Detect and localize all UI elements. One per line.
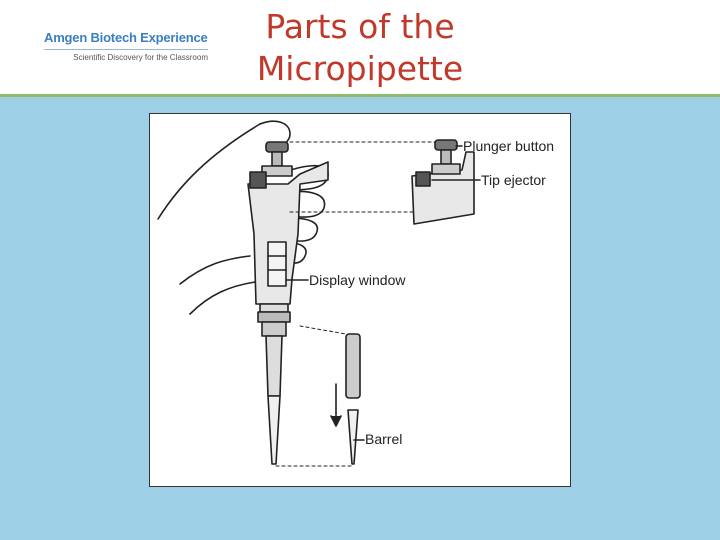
finger-3 [289, 217, 319, 242]
slide-title-line-2: Micropipette [256, 49, 464, 88]
amgen-logo: Amgen Biotech Experience Scientific Disc… [44, 30, 212, 62]
logo-divider [44, 49, 208, 50]
display-window [267, 241, 287, 287]
slide-title-line-1: Parts of the [265, 7, 455, 46]
label-plunger-button: Plunger button [463, 138, 555, 154]
slide-title: Parts of the Micropipette [230, 6, 490, 90]
label-barrel: Barrel [365, 431, 403, 447]
hand-outline [157, 123, 261, 220]
micropipette-diagram: Plunger button Tip ejector Display windo… [149, 113, 571, 487]
barrel-shaft [265, 335, 283, 397]
hand-wrist [179, 255, 251, 285]
label-tip-ejector: Tip ejector [481, 172, 546, 188]
pipette-tip [267, 395, 281, 465]
plunger-top [265, 141, 289, 153]
ejector-closeup [411, 151, 475, 225]
logo-name: Amgen Biotech Experience [44, 30, 208, 45]
plunger-closeup [434, 139, 458, 151]
slide-header: Amgen Biotech Experience Scientific Disc… [0, 0, 720, 95]
logo-tagline: Scientific Discovery for the Classroom [73, 53, 208, 62]
header-divider [0, 94, 720, 97]
label-display-window: Display window [309, 272, 406, 288]
micropipette-illustration [157, 120, 481, 467]
finger-2 [289, 190, 326, 218]
loose-barrel [345, 333, 361, 399]
ejector-button [249, 171, 267, 189]
loose-tip [347, 409, 359, 465]
